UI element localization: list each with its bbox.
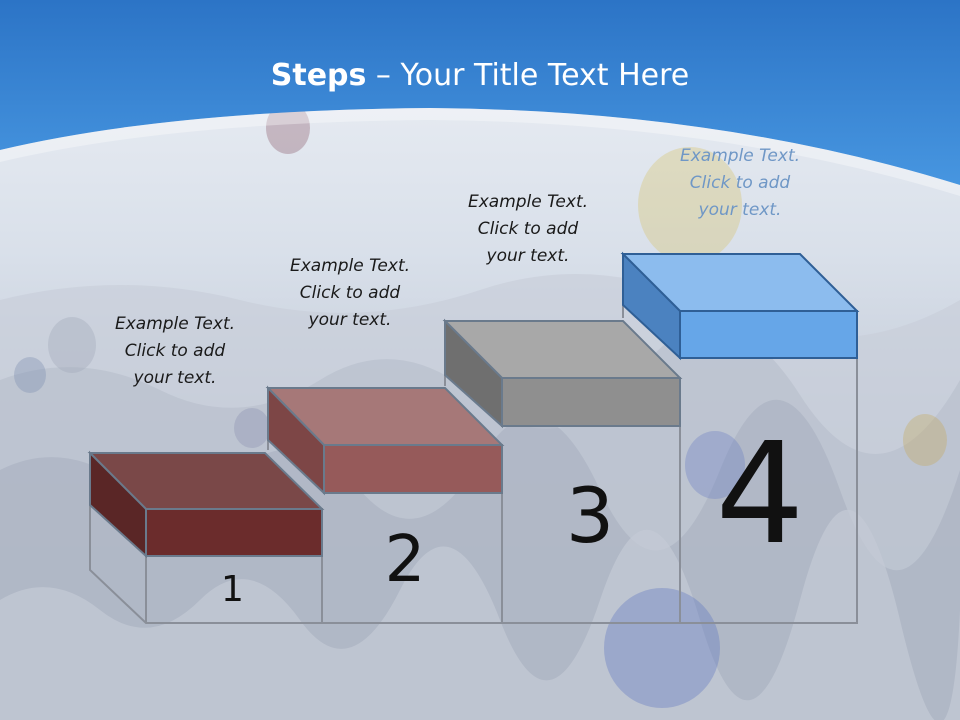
caption-line: Example Text. bbox=[467, 192, 589, 212]
title-rest: – Your Title Text Here bbox=[366, 58, 690, 93]
step-3-number: 3 bbox=[565, 471, 615, 560]
step-3-block[interactable] bbox=[442, 318, 683, 429]
caption-line: your text. bbox=[486, 246, 570, 266]
slide-title[interactable]: Steps – Your Title Text Here bbox=[0, 58, 960, 93]
step-1-number: 1 bbox=[221, 569, 244, 610]
step-2-block[interactable] bbox=[265, 385, 505, 496]
step-4-number: 4 bbox=[715, 413, 805, 576]
caption-line: Click to add bbox=[477, 219, 579, 239]
staircase-outline bbox=[89, 305, 858, 624]
caption-line: your text. bbox=[308, 310, 392, 330]
caption-line: Example Text. bbox=[289, 256, 411, 276]
caption-line: your text. bbox=[133, 368, 217, 388]
step-1-block[interactable] bbox=[87, 450, 325, 559]
title-bold: Steps bbox=[270, 58, 367, 93]
caption-line: your text. bbox=[698, 200, 782, 220]
step-2-caption[interactable]: Example Text. Click to add your text. bbox=[270, 253, 430, 334]
step-4-caption[interactable]: Example Text. Click to add your text. bbox=[660, 143, 820, 224]
step-3-caption[interactable]: Example Text. Click to add your text. bbox=[448, 189, 608, 270]
step-4-block[interactable] bbox=[620, 251, 860, 361]
caption-line: Click to add bbox=[299, 283, 401, 303]
caption-line: Click to add bbox=[689, 173, 791, 193]
caption-line: Click to add bbox=[124, 341, 226, 361]
step-2-number: 2 bbox=[384, 523, 426, 597]
caption-line: Example Text. bbox=[679, 146, 801, 166]
step-1-caption[interactable]: Example Text. Click to add your text. bbox=[95, 311, 255, 392]
caption-line: Example Text. bbox=[114, 314, 236, 334]
